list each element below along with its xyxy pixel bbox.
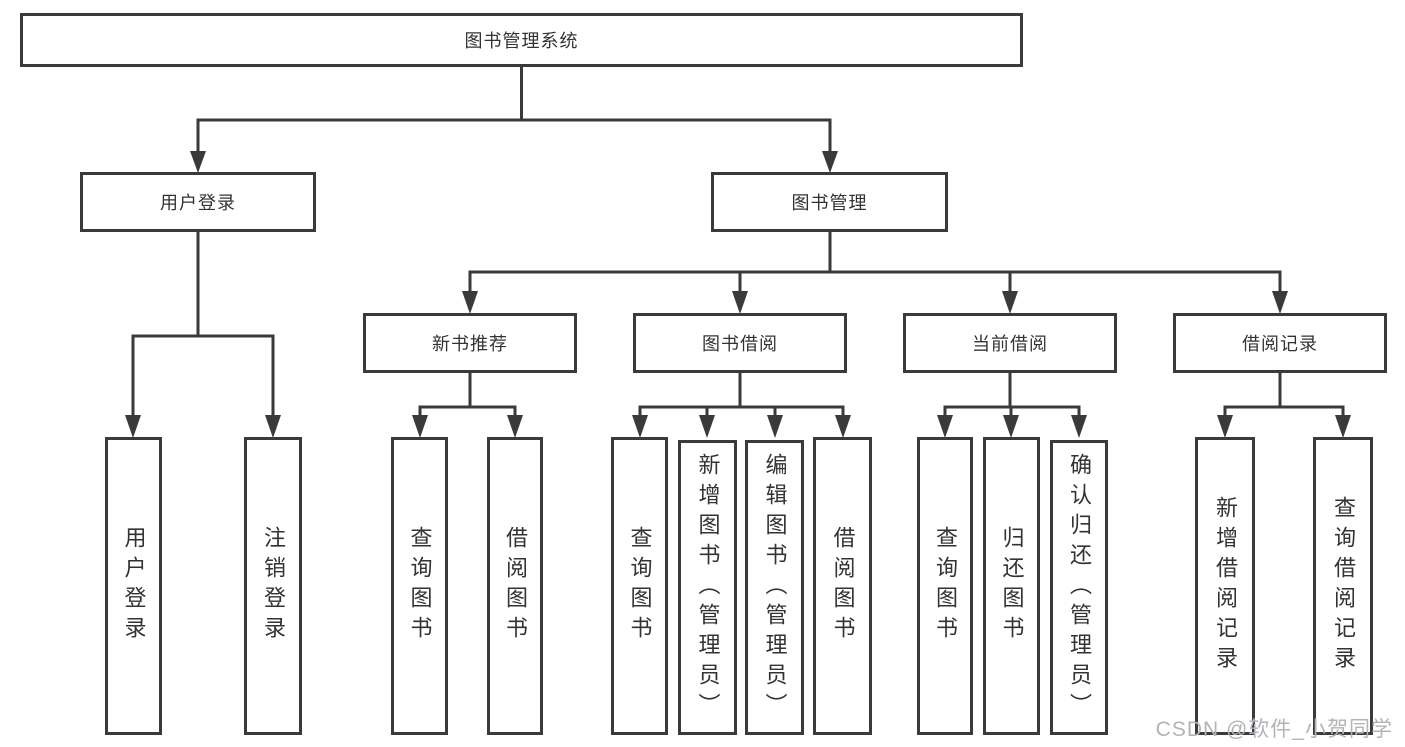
leaf-borrow-add-books-admin: 新增图书（管理员）: [678, 440, 737, 735]
leaf-records-query-record: 查询借阅记录: [1313, 437, 1373, 735]
csdn-watermark: CSDN @软件_小贺同学: [1155, 718, 1393, 741]
leaf-borrow-query-books: 查询图书: [611, 437, 668, 735]
leaf-records-add-record: 新增借阅记录: [1195, 437, 1255, 735]
node-book-borrow: 图书借阅: [633, 313, 847, 373]
node-new-book-recommend: 新书推荐: [363, 313, 577, 373]
node-book-management: 图书管理: [711, 172, 948, 232]
leaf-current-confirm-return-admin: 确认归还（管理员）: [1050, 440, 1108, 735]
leaf-borrow-borrow-books: 借阅图书: [813, 437, 872, 735]
leaf-logout: 注销登录: [244, 437, 302, 735]
leaf-current-return-books: 归还图书: [983, 437, 1040, 735]
node-borrow-records: 借阅记录: [1173, 313, 1387, 373]
leaf-borrow-edit-books-admin: 编辑图书（管理员）: [745, 440, 804, 735]
leaf-recommend-query-books: 查询图书: [391, 437, 448, 735]
node-root-library-system: 图书管理系统: [20, 13, 1023, 67]
node-current-borrow: 当前借阅: [903, 313, 1117, 373]
leaf-current-query-books: 查询图书: [917, 437, 973, 735]
node-user-login: 用户登录: [80, 172, 316, 232]
leaf-user-login: 用户登录: [105, 437, 162, 735]
leaf-recommend-borrow-books: 借阅图书: [487, 437, 543, 735]
